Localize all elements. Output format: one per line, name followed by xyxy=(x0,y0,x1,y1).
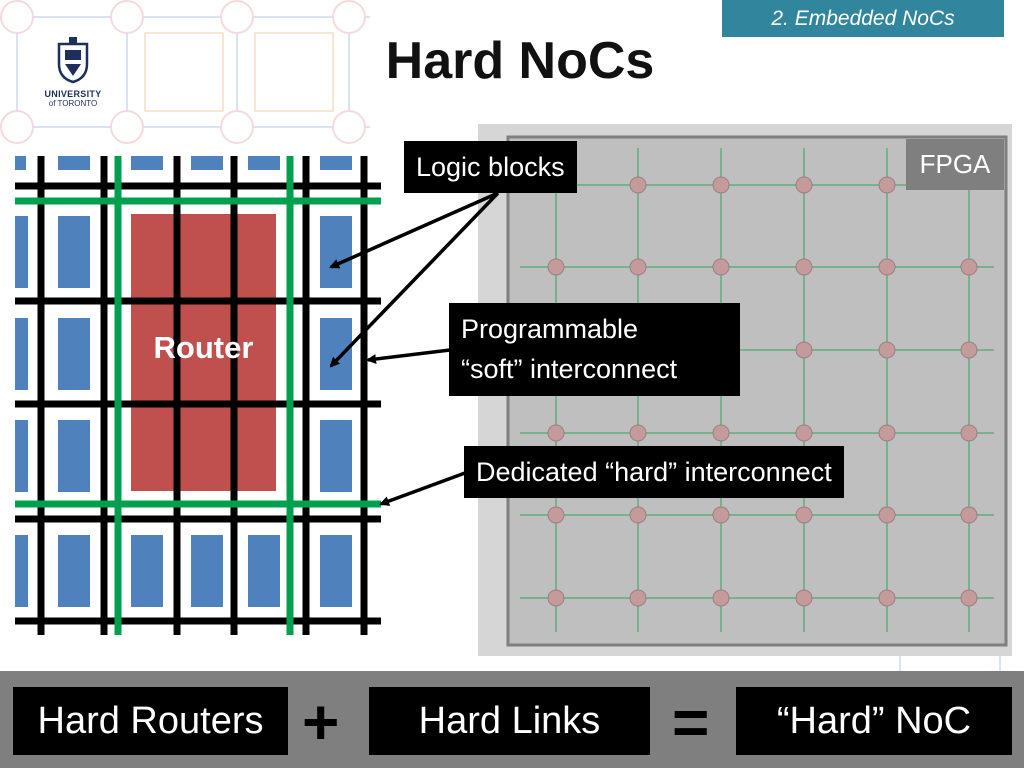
equation-result-hard-noc: “Hard” NoC xyxy=(736,687,1012,755)
logic-block xyxy=(320,216,352,288)
callout-soft-interconnect: Programmable “soft” interconnect xyxy=(449,303,740,396)
noc-router-node xyxy=(878,506,896,524)
crest-icon xyxy=(57,37,89,84)
fpga-chip xyxy=(478,124,1012,656)
arrow-hard-interconnect xyxy=(379,471,466,506)
noc-router-node xyxy=(795,176,813,194)
logic-block xyxy=(15,535,28,607)
logic-block xyxy=(58,420,90,492)
noc-routers xyxy=(547,176,978,607)
noc-router-node xyxy=(795,506,813,524)
callout-logic-blocks: Logic blocks xyxy=(404,141,577,193)
noc-links xyxy=(520,148,994,632)
noc-router-node xyxy=(960,506,978,524)
noc-router-node xyxy=(629,424,647,442)
noc-router-node xyxy=(712,424,730,442)
bg-block xyxy=(144,32,224,112)
noc-router-node xyxy=(629,589,647,607)
noc-router-node xyxy=(629,506,647,524)
bg-router-node xyxy=(0,110,34,144)
noc-router-node xyxy=(960,589,978,607)
noc-router-node xyxy=(960,424,978,442)
hard-interconnect-wires xyxy=(15,156,381,635)
arrow-logic-block-1 xyxy=(329,191,499,269)
faint-noc-background-pattern xyxy=(0,0,1001,671)
logic-block-partial xyxy=(131,156,163,170)
equation-term-hard-routers: Hard Routers xyxy=(13,687,288,755)
callout-hard-interconnect: Dedicated “hard” interconnect xyxy=(464,446,844,498)
noc-router-node xyxy=(547,258,565,276)
noc-router-node xyxy=(878,424,896,442)
logic-block xyxy=(131,535,163,607)
noc-router-node xyxy=(960,258,978,276)
logic-block xyxy=(58,535,90,607)
logic-block-partial xyxy=(320,156,352,170)
noc-router-node xyxy=(547,424,565,442)
noc-router-node xyxy=(629,258,647,276)
noc-router-node xyxy=(960,341,978,359)
bg-router-node xyxy=(110,0,144,34)
logic-block-partial xyxy=(58,156,90,170)
logic-block xyxy=(320,318,352,390)
noc-router-node xyxy=(795,258,813,276)
noc-router-node xyxy=(878,341,896,359)
noc-router-node xyxy=(878,258,896,276)
logic-block xyxy=(320,420,352,492)
arrow-logic-block-2 xyxy=(329,191,500,368)
noc-router-node xyxy=(547,589,565,607)
callout-arrows xyxy=(329,191,500,506)
callout-soft-line1: Programmable xyxy=(461,314,639,344)
logo-text-line1: UNIVERSITY xyxy=(44,89,102,99)
logic-block-partial xyxy=(191,156,223,170)
arrow-soft-interconnect xyxy=(366,348,451,364)
logo-text-line2: of TORONTO xyxy=(48,99,98,108)
noc-router-node xyxy=(629,176,647,194)
fpga-label: FPGA xyxy=(906,139,1004,190)
bg-router-node xyxy=(220,0,254,34)
noc-router-node xyxy=(878,589,896,607)
router-label: Router xyxy=(153,330,254,365)
logic-block xyxy=(248,535,280,607)
equation-term-hard-links: Hard Links xyxy=(369,687,650,755)
plus-sign: + xyxy=(302,686,340,758)
logic-block-partial xyxy=(15,318,28,390)
bg-router-node xyxy=(220,110,254,144)
noc-router-node xyxy=(547,506,565,524)
noc-router-node xyxy=(795,341,813,359)
slide-title: Hard NoCs xyxy=(385,32,655,90)
noc-router-node xyxy=(795,589,813,607)
noc-router-node xyxy=(712,258,730,276)
noc-router-node xyxy=(878,176,896,194)
bg-router-node xyxy=(332,0,366,34)
noc-router-node xyxy=(795,424,813,442)
logic-block xyxy=(320,535,352,607)
logic-blocks xyxy=(15,156,352,607)
noc-router-node xyxy=(712,506,730,524)
logic-block xyxy=(191,535,223,607)
logic-block-partial xyxy=(15,216,28,288)
section-tag: 2. Embedded NoCs xyxy=(722,0,1004,37)
logic-block xyxy=(58,318,90,390)
bg-router-node xyxy=(0,0,34,34)
logic-block xyxy=(58,216,90,288)
equals-sign: = xyxy=(672,686,710,758)
bg-router-node xyxy=(110,110,144,144)
bg-router-node xyxy=(332,110,366,144)
soft-interconnect-wires xyxy=(15,156,381,635)
university-logo: UNIVERSITY of TORONTO xyxy=(36,36,110,116)
callout-soft-line2: “soft” interconnect xyxy=(461,354,678,384)
logic-block-partial xyxy=(15,420,28,492)
bg-block xyxy=(254,32,334,112)
logic-block-partial xyxy=(248,156,280,170)
fabric-zoom-view xyxy=(15,156,381,635)
noc-router-node xyxy=(712,589,730,607)
router-block xyxy=(131,214,276,491)
noc-router-node xyxy=(712,176,730,194)
logic-block-partial xyxy=(15,156,26,170)
